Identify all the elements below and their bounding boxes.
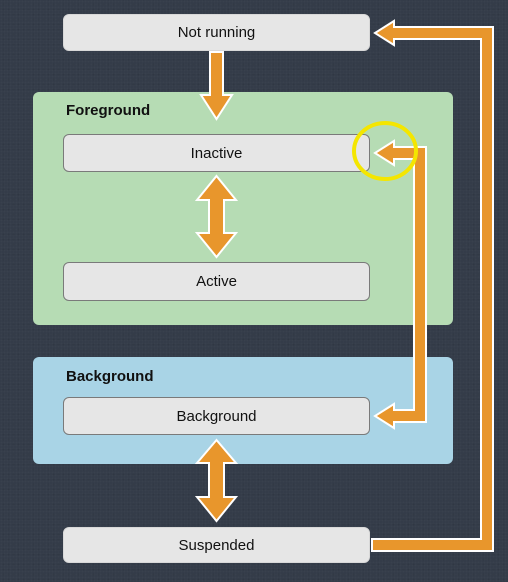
state-background: Background: [63, 397, 370, 435]
arrow-background-suspended: [194, 438, 239, 523]
arrow-not-running-to-inactive: [199, 51, 234, 121]
state-suspended: Suspended: [63, 527, 370, 563]
arrow-suspended-to-not-running: [371, 19, 494, 552]
arrow-inactive-active: [194, 174, 239, 259]
state-not-running: Not running: [63, 14, 370, 51]
state-inactive: Inactive: [63, 134, 370, 172]
arrow-background-to-inactive: [373, 139, 427, 430]
state-active: Active: [63, 262, 370, 301]
highlight-circle: [352, 121, 418, 181]
foreground-region-title: Foreground: [66, 102, 151, 119]
background-region-title: Background: [66, 368, 154, 385]
